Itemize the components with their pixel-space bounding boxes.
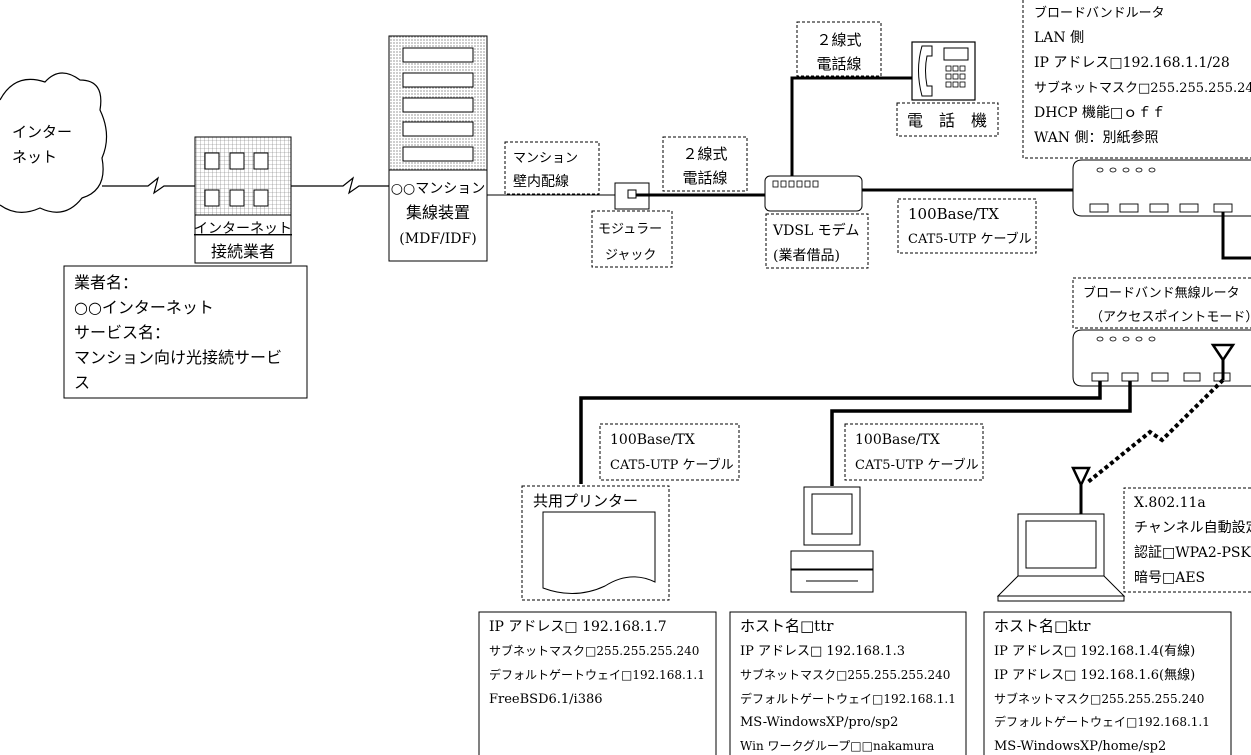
svg-text:２線式: ２線式 bbox=[816, 31, 861, 49]
isp-device: インターネット 接続業者 bbox=[194, 136, 292, 264]
wireless-router-label: ブロードバンド無線ルータ （アクセスポイントモード） bbox=[1072, 277, 1251, 329]
svg-text:サブネットマスク□255.255.255.240: サブネットマスク□255.255.255.240 bbox=[489, 643, 699, 658]
svg-text:MS-WindowsXP/home/sp2: MS-WindowsXP/home/sp2 bbox=[994, 739, 1166, 754]
svg-text:モジュラー: モジュラー bbox=[598, 222, 662, 237]
internet-link bbox=[102, 176, 195, 195]
isp-info-line: 業者名： bbox=[74, 273, 138, 292]
svg-text:デフォルトゲートウェイ□192.168.1.1: デフォルトゲートウェイ□192.168.1.1 bbox=[740, 691, 956, 706]
svg-text:サブネットマスク□255.255.255.240: サブネットマスク□255.255.255.240 bbox=[740, 667, 950, 682]
wireless-desktop-link bbox=[830, 381, 1132, 486]
isp-info-line: ス bbox=[74, 373, 90, 392]
svg-text:暗号□AES: 暗号□AES bbox=[1134, 570, 1205, 586]
printer-info-box: IP アドレス□ 192.168.1.7 サブネットマスク□255.255.25… bbox=[478, 611, 717, 755]
cable-label-3: 100Base/TX CAT5-UTP ケーブル bbox=[844, 423, 984, 481]
cloud-label-2: ネット bbox=[12, 148, 57, 166]
broadband-router bbox=[1072, 159, 1251, 217]
laptop-icon bbox=[996, 466, 1126, 602]
svg-text:IP アドレス□192.168.1.1/28: IP アドレス□192.168.1.1/28 bbox=[1034, 55, 1230, 71]
telephone-icon: 電 話 機 bbox=[896, 41, 999, 137]
laptop-info-box: ホスト名□ktr IP アドレス□ 192.168.1.4(有線) IP アドレ… bbox=[983, 611, 1232, 755]
svg-text:(業者借品): (業者借品) bbox=[773, 248, 840, 264]
svg-text:電話線: 電話線 bbox=[816, 55, 861, 73]
cable-label-1: 100Base/TX CAT5-UTP ケーブル bbox=[897, 198, 1037, 254]
svg-text:LAN 側: LAN 側 bbox=[1034, 30, 1084, 46]
isp-label-2: 接続業者 bbox=[211, 242, 275, 261]
isp-label-1: インターネット bbox=[194, 221, 292, 237]
vdsl-phone-link bbox=[790, 76, 912, 176]
isp-info-line: サービス名： bbox=[74, 323, 170, 342]
cable-label-2: 100Base/TX CAT5-UTP ケーブル bbox=[599, 423, 740, 481]
internet-cloud: インター ネット bbox=[0, 72, 108, 213]
svg-text:マンション: マンション bbox=[513, 151, 578, 166]
router-wireless-link bbox=[1221, 212, 1251, 260]
svg-text:ジャック: ジャック bbox=[605, 248, 656, 263]
desktop-info-box: ホスト名□ttr IP アドレス□ 192.168.1.3 サブネットマスク□2… bbox=[729, 611, 967, 755]
router-info-box: ブロードバンドルータ LAN 側 IP アドレス□192.168.1.1/28 … bbox=[1022, 0, 1251, 159]
phone-line-label-2: ２線式 電話線 bbox=[662, 136, 748, 192]
desktop-pc-icon bbox=[790, 486, 874, 593]
svg-text:ブロードバンドルータ: ブロードバンドルータ bbox=[1034, 5, 1165, 21]
svg-text:FreeBSD6.1/i386: FreeBSD6.1/i386 bbox=[489, 692, 603, 707]
mdf-label-3: (MDF/IDF) bbox=[399, 231, 476, 247]
svg-text:デフォルトゲートウェイ□192.168.1.1: デフォルトゲートウェイ□192.168.1.1 bbox=[489, 667, 705, 682]
svg-text:100Base/TX: 100Base/TX bbox=[855, 432, 940, 448]
mdf-label-1: ○○マンション bbox=[391, 181, 485, 197]
svg-text:X.802.11a: X.802.11a bbox=[1134, 495, 1206, 511]
phone-line-label-1: ２線式 電話線 bbox=[796, 21, 882, 77]
telephone-label: 電 話 機 bbox=[907, 111, 987, 130]
modular-jack: モジュラー ジャック bbox=[591, 182, 673, 268]
isp-info-line: ○○インターネット bbox=[74, 298, 214, 317]
svg-text:DHCP 機能□ｏｆｆ: DHCP 機能□ｏｆｆ bbox=[1034, 105, 1165, 121]
svg-text:ホスト名□ktr: ホスト名□ktr bbox=[994, 617, 1091, 635]
svg-text:サブネットマスク□255.255.255.240: サブネットマスク□255.255.255.240 bbox=[1034, 80, 1251, 96]
mdf-label-2: 集線装置 bbox=[406, 203, 470, 222]
isp-info-box: 業者名： ○○インターネット サービス名： マンション向け光接続サービ ス bbox=[63, 265, 308, 399]
svg-text:電話線: 電話線 bbox=[682, 169, 727, 187]
svg-text:100Base/TX: 100Base/TX bbox=[610, 432, 695, 448]
svg-text:チャンネル自動設定: チャンネル自動設定 bbox=[1134, 520, 1251, 536]
vdsl-modem: VDSL モデム (業者借品) bbox=[764, 175, 869, 269]
svg-text:CAT5-UTP ケーブル: CAT5-UTP ケーブル bbox=[855, 457, 979, 473]
isp-mdf-link bbox=[291, 176, 389, 195]
svg-text:壁内配線: 壁内配線 bbox=[513, 174, 569, 190]
svg-text:CAT5-UTP ケーブル: CAT5-UTP ケーブル bbox=[610, 457, 734, 473]
wireless-printer-link bbox=[579, 381, 1102, 484]
svg-text:（アクセスポイントモード）: （アクセスポイントモード） bbox=[1090, 310, 1251, 325]
svg-text:IP アドレス□ 192.168.1.7: IP アドレス□ 192.168.1.7 bbox=[489, 619, 667, 635]
svg-text:VDSL モデム: VDSL モデム bbox=[772, 222, 859, 239]
svg-text:認証□WPA2-PSK: 認証□WPA2-PSK bbox=[1134, 545, 1251, 561]
isp-info-line: マンション向け光接続サービ bbox=[74, 348, 282, 367]
svg-text:ホスト名□ttr: ホスト名□ttr bbox=[740, 617, 834, 635]
wireless-info-box: X.802.11a チャンネル自動設定 認証□WPA2-PSK 暗号□AES bbox=[1123, 487, 1251, 593]
printer-icon: 共用プリンター bbox=[521, 485, 670, 601]
svg-text:ブロードバンド無線ルータ: ブロードバンド無線ルータ bbox=[1083, 285, 1240, 301]
svg-text:IP アドレス□ 192.168.1.3: IP アドレス□ 192.168.1.3 bbox=[740, 644, 905, 659]
wireless-router bbox=[1072, 329, 1251, 387]
svg-text:IP アドレス□ 192.168.1.6(無線): IP アドレス□ 192.168.1.6(無線) bbox=[994, 667, 1195, 683]
svg-text:サブネットマスク□255.255.255.240: サブネットマスク□255.255.255.240 bbox=[994, 691, 1204, 706]
wall-wiring-label: マンション 壁内配線 bbox=[504, 141, 600, 195]
svg-text:Win ワークグループ□□nakamura: Win ワークグループ□□nakamura bbox=[740, 739, 934, 753]
cloud-label-1: インター bbox=[12, 123, 72, 141]
printer-label: 共用プリンター bbox=[533, 492, 638, 510]
wireless-signal-link bbox=[1086, 378, 1225, 484]
svg-text:WAN 側：別紙参照: WAN 側：別紙参照 bbox=[1034, 129, 1159, 146]
svg-text:100Base/TX: 100Base/TX bbox=[908, 205, 999, 223]
mdf-rack: ○○マンション 集線装置 (MDF/IDF) bbox=[388, 35, 488, 262]
svg-text:２線式: ２線式 bbox=[682, 145, 727, 163]
svg-text:IP アドレス□ 192.168.1.4(有線): IP アドレス□ 192.168.1.4(有線) bbox=[994, 643, 1195, 659]
svg-text:MS-WindowsXP/pro/sp2: MS-WindowsXP/pro/sp2 bbox=[740, 715, 898, 730]
svg-text:CAT5-UTP ケーブル: CAT5-UTP ケーブル bbox=[908, 231, 1032, 247]
svg-text:デフォルトゲートウェイ□192.168.1.1: デフォルトゲートウェイ□192.168.1.1 bbox=[994, 714, 1210, 729]
